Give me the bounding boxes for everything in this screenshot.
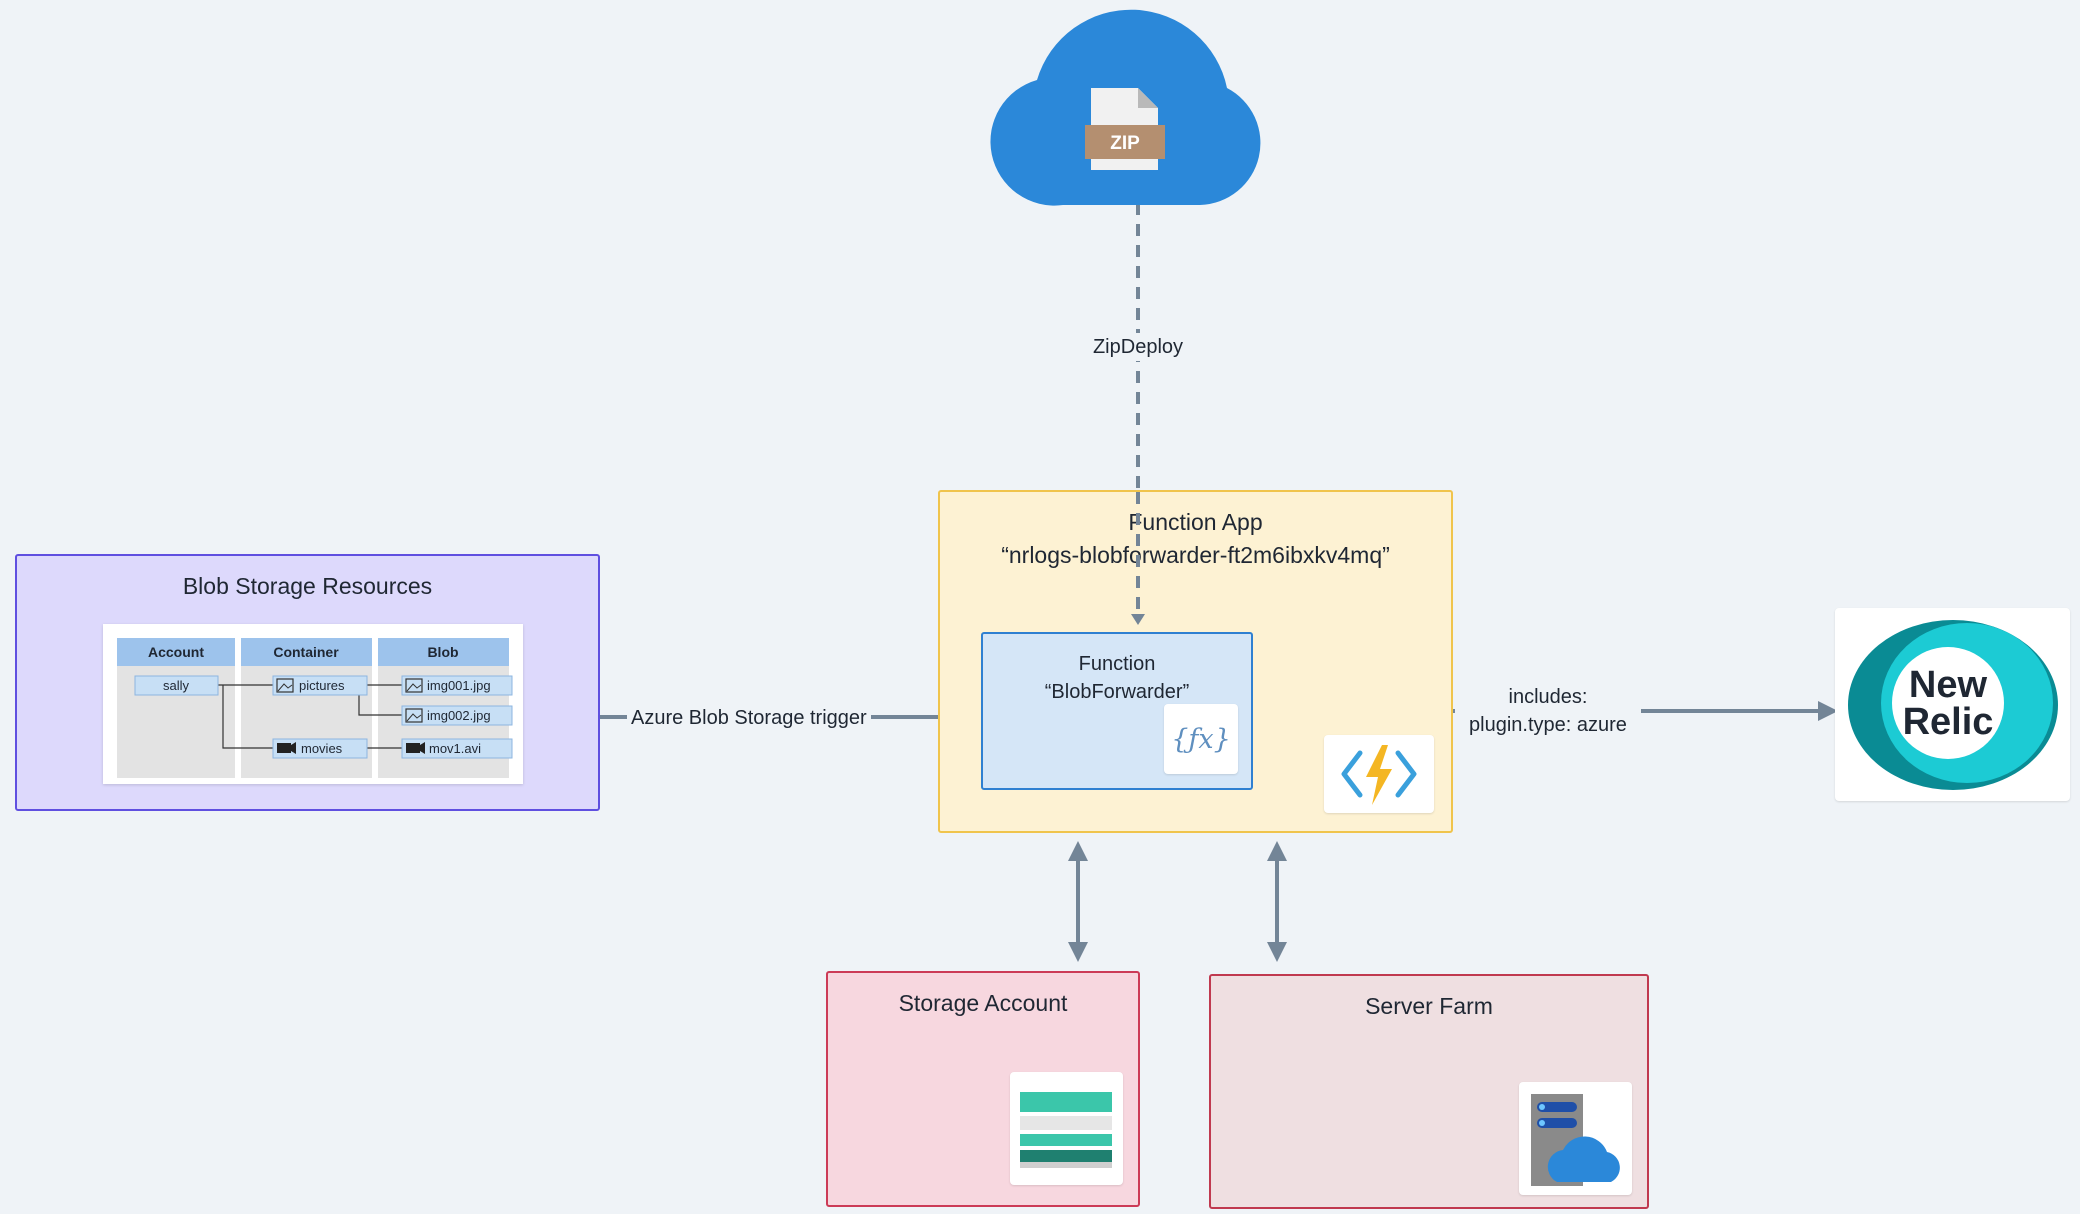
storage-account-icon bbox=[1010, 1072, 1123, 1185]
zipdeploy-label: ZipDeploy bbox=[1088, 333, 1188, 361]
account-name: sally bbox=[163, 678, 190, 693]
container-movies: movies bbox=[301, 741, 343, 756]
zip-file-icon: ZIP bbox=[1085, 88, 1165, 170]
function-icon: {ƒx} bbox=[1164, 704, 1238, 774]
new-relic-text-2: Relic bbox=[1903, 701, 1994, 743]
includes-line-1: includes: bbox=[1508, 686, 1588, 708]
function-app-name: “nrlogs-blobforwarder-ft2m6ibxkv4mq” bbox=[1001, 542, 1390, 568]
column-header-container: Container bbox=[273, 644, 339, 660]
function-icon-glyph: {ƒx} bbox=[1171, 723, 1231, 755]
function-name: “BlobForwarder” bbox=[1044, 681, 1190, 703]
server-farm-icon bbox=[1519, 1082, 1632, 1195]
server-farm-title: Server Farm bbox=[1365, 993, 1493, 1019]
column-header-blob: Blob bbox=[427, 644, 458, 660]
column-header-account: Account bbox=[148, 644, 204, 660]
includes-label: includes: plugin.type: azure bbox=[1455, 683, 1641, 739]
blob-mov1: mov1.avi bbox=[429, 741, 481, 756]
cloud-icon: ZIP bbox=[990, 9, 1261, 206]
zipdeploy-connector-overlay bbox=[1131, 492, 1145, 625]
blob-hierarchy-svg: Account Container Blob sally pictures mo… bbox=[117, 638, 513, 778]
function-title: Function bbox=[1078, 653, 1156, 675]
function-app-title: Function App bbox=[1128, 509, 1263, 535]
blob-img001: img001.jpg bbox=[427, 678, 491, 693]
server-farm-container[interactable]: Server Farm bbox=[1209, 974, 1649, 1209]
storage-account-container[interactable]: Storage Account bbox=[826, 971, 1140, 1207]
container-pictures: pictures bbox=[299, 678, 345, 693]
blob-img002: img002.jpg bbox=[427, 708, 491, 723]
function-box[interactable]: Function “BlobForwarder” {ƒx} bbox=[981, 632, 1253, 790]
azure-functions-icon bbox=[1324, 735, 1434, 813]
blob-trigger-label: Azure Blob Storage trigger bbox=[627, 704, 871, 732]
blob-storage-container[interactable]: Blob Storage Resources Account Container… bbox=[15, 554, 600, 811]
new-relic-logo: New Relic bbox=[1835, 608, 2070, 801]
zip-badge-text: ZIP bbox=[1110, 133, 1140, 154]
blob-storage-title: Blob Storage Resources bbox=[182, 573, 433, 599]
blob-hierarchy-figure: Account Container Blob sally pictures mo… bbox=[103, 624, 523, 784]
includes-line-2: plugin.type: azure bbox=[1469, 714, 1627, 736]
storage-account-title: Storage Account bbox=[898, 990, 1068, 1016]
new-relic-text-1: New bbox=[1909, 664, 1988, 706]
